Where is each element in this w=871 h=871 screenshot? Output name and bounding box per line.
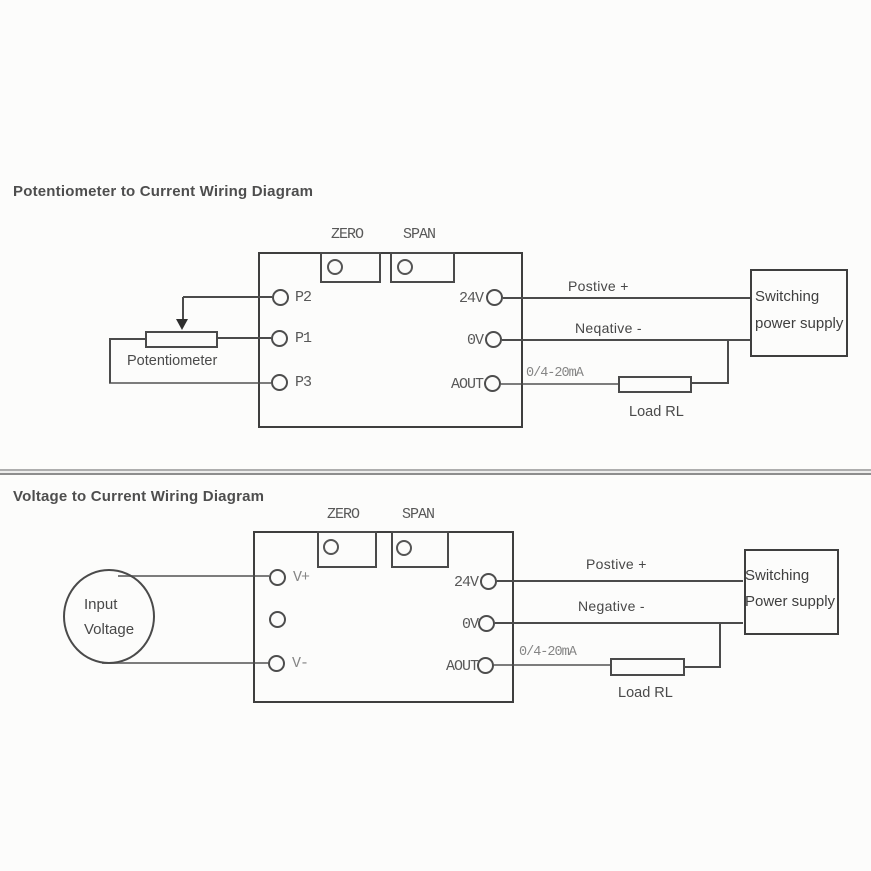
terminal-label-0v-2: 0V (461, 616, 479, 633)
wire-negative-drop-1 (727, 340, 729, 383)
psu-text-1: Switching power supply (755, 283, 843, 337)
load-label-1: Load RL (629, 404, 684, 420)
wire-aout-2 (494, 664, 610, 666)
potentiometer-box (145, 331, 218, 348)
wire-load-to-negative-1 (692, 382, 729, 384)
psu-text-2: Switching Power supply (745, 563, 835, 615)
zero-trim-pot-icon-2 (323, 539, 339, 555)
load-resistor-box-1 (618, 376, 692, 393)
zero-trim-pot-icon-1 (327, 259, 343, 275)
terminal-circle-middle (269, 611, 286, 628)
wire-negative-1 (502, 339, 750, 341)
wire-input-bottom (102, 662, 268, 664)
terminal-circle-vminus (268, 655, 285, 672)
terminal-circle-0v-2 (478, 615, 495, 632)
input-voltage-text: Input Voltage (84, 592, 134, 642)
diagram2-title: Voltage to Current Wiring Diagram (13, 488, 265, 505)
input-voltage-circle (63, 569, 155, 664)
positive-wire-label-1: Postive + (568, 278, 629, 294)
terminal-circle-0v-1 (485, 331, 502, 348)
input-voltage-line2: Voltage (84, 621, 135, 638)
wire-aout-1 (501, 383, 618, 385)
terminal-circle-24v-1 (486, 289, 503, 306)
psu-line1-2: Switching (745, 567, 810, 584)
terminal-label-aout-2: AOUT (445, 658, 479, 675)
negative-wire-label-2: Negative - (578, 598, 645, 614)
terminal-label-p2: P2 (295, 289, 312, 306)
wire-negative-drop-2 (719, 623, 721, 668)
terminal-label-aout-1: AOUT (450, 376, 484, 393)
zero-label-2: ZERO (327, 506, 360, 523)
wire-pot-left-stub (109, 338, 145, 340)
wire-positive-1 (503, 297, 750, 299)
transmitter-box-2 (253, 531, 514, 703)
wire-p2-drop (182, 297, 184, 320)
load-label-2: Load RL (618, 685, 673, 701)
wire-input-top (118, 575, 269, 577)
span-label-2: SPAN (402, 506, 435, 523)
span-trim-pot-icon-1 (397, 259, 413, 275)
load-resistor-box-2 (610, 658, 685, 676)
wire-load-to-negative-2 (685, 666, 721, 668)
wire-p1-horizontal (218, 337, 271, 339)
psu-line2-2: Power supply (745, 593, 836, 610)
terminal-label-vplus: V+ (293, 569, 310, 586)
terminal-label-p3: P3 (295, 374, 312, 391)
terminal-circle-p2 (272, 289, 289, 306)
zero-label-1: ZERO (331, 226, 364, 243)
psu-line2-1: power supply (755, 315, 844, 332)
terminal-label-p1: P1 (295, 330, 312, 347)
terminal-circle-vplus (269, 569, 286, 586)
current-range-label-1: 0/4-20mA (526, 366, 584, 381)
terminal-label-vminus: V- (292, 655, 309, 672)
span-label-1: SPAN (403, 226, 436, 243)
psu-box-2 (744, 549, 839, 635)
psu-box-1 (750, 269, 848, 357)
section-divider (0, 469, 871, 475)
wire-p3-horizontal (109, 382, 271, 384)
terminal-circle-aout-2 (477, 657, 494, 674)
terminal-label-24v-1: 24V (458, 290, 484, 307)
terminal-label-0v-1: 0V (466, 332, 484, 349)
wiper-arrow-icon (176, 319, 188, 330)
current-range-label-2: 0/4-20mA (519, 645, 577, 660)
negative-wire-label-1: Neqative - (575, 320, 642, 336)
wire-positive-2 (497, 580, 743, 582)
wire-p2-horizontal (183, 296, 272, 298)
terminal-circle-aout-1 (484, 375, 501, 392)
wire-left-riser-1 (109, 338, 111, 383)
span-trim-pot-icon-2 (396, 540, 412, 556)
potentiometer-label: Potentiometer (127, 353, 218, 369)
terminal-label-24v-2: 24V (453, 574, 479, 591)
terminal-circle-p3 (271, 374, 288, 391)
diagram1-title: Potentiometer to Current Wiring Diagram (13, 183, 314, 200)
terminal-circle-24v-2 (480, 573, 497, 590)
terminal-circle-p1 (271, 330, 288, 347)
wire-negative-2 (495, 622, 743, 624)
input-voltage-line1: Input (84, 596, 118, 613)
psu-line1-1: Switching (755, 288, 820, 305)
positive-wire-label-2: Postive + (586, 556, 647, 572)
